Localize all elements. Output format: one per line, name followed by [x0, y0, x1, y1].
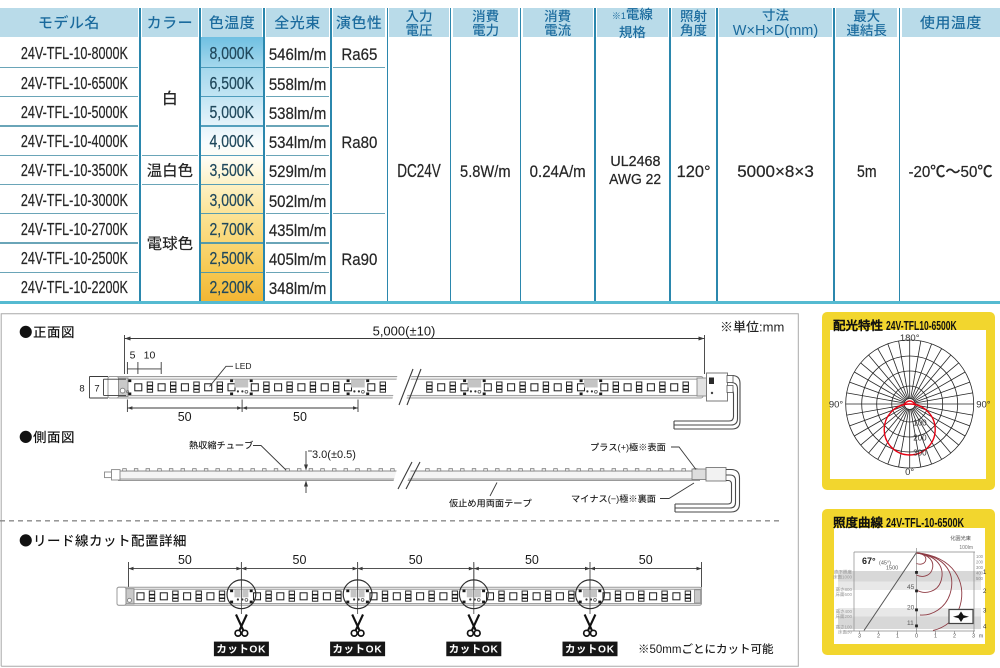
svg-text:5: 5: [130, 348, 136, 363]
svg-text:●リード線カット配置詳細: ●リード線カット配置詳細: [19, 530, 187, 550]
svg-text:化園光束: 化園光束: [950, 534, 972, 542]
svg-text:300: 300: [913, 448, 927, 459]
svg-text:1: 1: [983, 567, 987, 576]
svg-text:●正面図: ●正面図: [19, 321, 75, 341]
svg-text:100lm: 100lm: [959, 544, 973, 551]
svg-text:90°: 90°: [829, 397, 844, 411]
svg-text:床面200: 床面200: [835, 613, 852, 620]
svg-text:5,000(±10): 5,000(±10): [373, 321, 436, 340]
svg-text:0: 0: [915, 632, 918, 640]
svg-text:180°: 180°: [900, 330, 920, 344]
svg-text:高さ400: 高さ400: [835, 609, 852, 615]
svg-text:3: 3: [858, 632, 861, 640]
svg-text:高さ100: 高さ100: [835, 625, 852, 631]
svg-text:300: 300: [976, 565, 984, 571]
svg-text:2: 2: [953, 632, 956, 640]
svg-text:200: 200: [913, 433, 927, 444]
svg-text:※単位:mm: ※単位:mm: [720, 317, 784, 336]
svg-text:※50mmごとにカット可能: ※50mmごとにカット可能: [638, 641, 774, 657]
svg-text:11: 11: [907, 617, 914, 627]
svg-text:1500: 1500: [886, 564, 898, 572]
svg-text:2: 2: [877, 632, 880, 640]
svg-text:2: 2: [983, 586, 987, 595]
svg-text:45: 45: [907, 581, 915, 591]
svg-text:床面600: 床面600: [835, 591, 852, 598]
svg-text:カットOK: カットOK: [565, 641, 615, 656]
svg-text:床面50: 床面50: [838, 629, 853, 636]
svg-text:●側面図: ●側面図: [19, 426, 75, 446]
svg-text:3: 3: [983, 606, 987, 615]
svg-text:熱収縮チューブ: 熱収縮チューブ: [189, 438, 253, 452]
svg-text:マイナス(−)極※裏面: マイナス(−)極※裏面: [571, 491, 656, 505]
svg-text:カットOK: カットOK: [333, 641, 383, 656]
svg-text:50: 50: [639, 549, 653, 568]
svg-text:3: 3: [972, 632, 975, 640]
svg-text:1: 1: [896, 632, 899, 640]
svg-text:直下照度: 直下照度: [834, 570, 852, 576]
svg-text:0°: 0°: [905, 464, 914, 478]
svg-text:カットOK: カットOK: [449, 641, 499, 656]
svg-text:LED: LED: [235, 360, 252, 372]
svg-text:90°: 90°: [976, 397, 991, 411]
svg-text:200: 200: [976, 560, 984, 566]
svg-text:50: 50: [293, 549, 307, 568]
svg-text:1: 1: [934, 632, 937, 640]
svg-text:3.0(±0.5): 3.0(±0.5): [312, 446, 356, 462]
svg-text:100: 100: [976, 554, 984, 560]
svg-text:100: 100: [913, 418, 927, 429]
svg-text:50: 50: [293, 406, 307, 425]
svg-text:50: 50: [409, 549, 423, 568]
svg-text:m: m: [979, 632, 984, 640]
svg-text:500: 500: [976, 576, 984, 582]
svg-text:50: 50: [178, 549, 192, 568]
svg-text:プラス(+)極※表面: プラス(+)極※表面: [590, 440, 666, 454]
svg-text:7: 7: [94, 381, 99, 395]
svg-text:10: 10: [144, 348, 156, 363]
svg-text:(45°): (45°): [879, 559, 891, 567]
svg-text:50: 50: [178, 406, 192, 425]
svg-text:50: 50: [525, 549, 539, 568]
svg-text:カットOK: カットOK: [216, 641, 266, 656]
svg-text:400: 400: [976, 571, 984, 577]
svg-text:67°: 67°: [862, 554, 876, 567]
svg-text:4: 4: [983, 622, 987, 631]
svg-text:20: 20: [907, 602, 915, 612]
svg-text:8: 8: [79, 381, 84, 395]
svg-text:床面1000: 床面1000: [833, 574, 853, 581]
svg-text:高さ800: 高さ800: [835, 587, 852, 593]
svg-text:仮止め用両面テープ: 仮止め用両面テープ: [449, 496, 532, 510]
